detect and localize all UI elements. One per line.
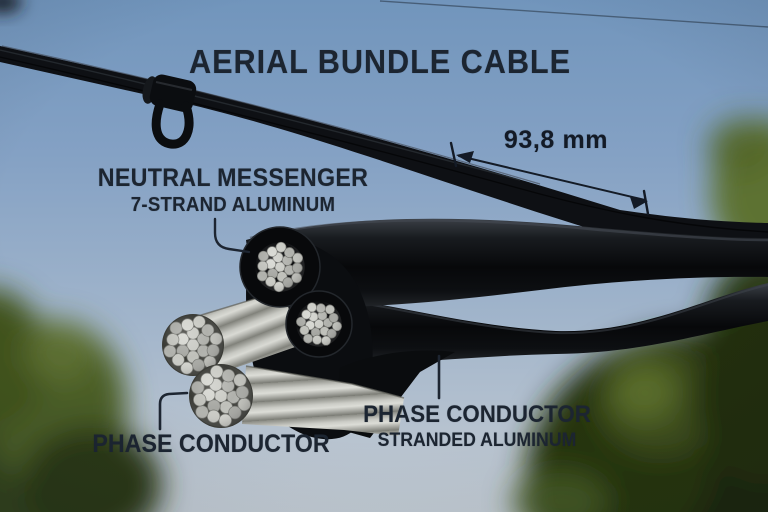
- background-wire: [379, 0, 768, 28]
- suspension-clamp: [142, 74, 197, 149]
- neutral-messenger-leader: [213, 217, 251, 254]
- phase-conductor-right-line1: PHASE CONDUCTOR: [363, 401, 591, 428]
- messenger-span: [0, 45, 768, 242]
- phase-conductor-right-line2: STRANDED ALUMINUM: [377, 430, 577, 452]
- page-title: AERIAL BUNDLE CABLE: [189, 43, 571, 80]
- dark-corner-blob: [0, 0, 22, 13]
- phase-conductor-left-label: PHASE CONDUCTOR: [92, 430, 330, 458]
- neutral-messenger-body: [246, 218, 768, 307]
- dimension-value: 93,8 mm: [503, 126, 609, 154]
- phase-conductor-right-label: PHASE CONDUCTOR STRANDED ALUMINUM: [363, 401, 591, 452]
- dimension-line: [449, 141, 650, 216]
- cable-cut-ends: [162, 226, 353, 428]
- neutral-messenger-end: [239, 226, 321, 308]
- neutral-messenger-label-line2: 7-STRAND ALUMINUM: [130, 193, 336, 216]
- neutral-messenger-label: NEUTRAL MESSENGER 7-STRAND ALUMINUM: [97, 164, 369, 216]
- neutral-messenger-label-line1: NEUTRAL MESSENGER: [97, 164, 369, 192]
- tree-bottom-right: [512, 255, 768, 512]
- phase-end-bare-lower: [189, 364, 253, 428]
- phase-end-bare-upper: [162, 314, 224, 376]
- tree-bottom-left: [0, 289, 162, 512]
- bare-conductor-lower-body: [242, 365, 405, 436]
- phase-left-leader: [158, 391, 189, 431]
- phase-end-insulated: [285, 290, 353, 358]
- annotation-lines: [158, 141, 650, 431]
